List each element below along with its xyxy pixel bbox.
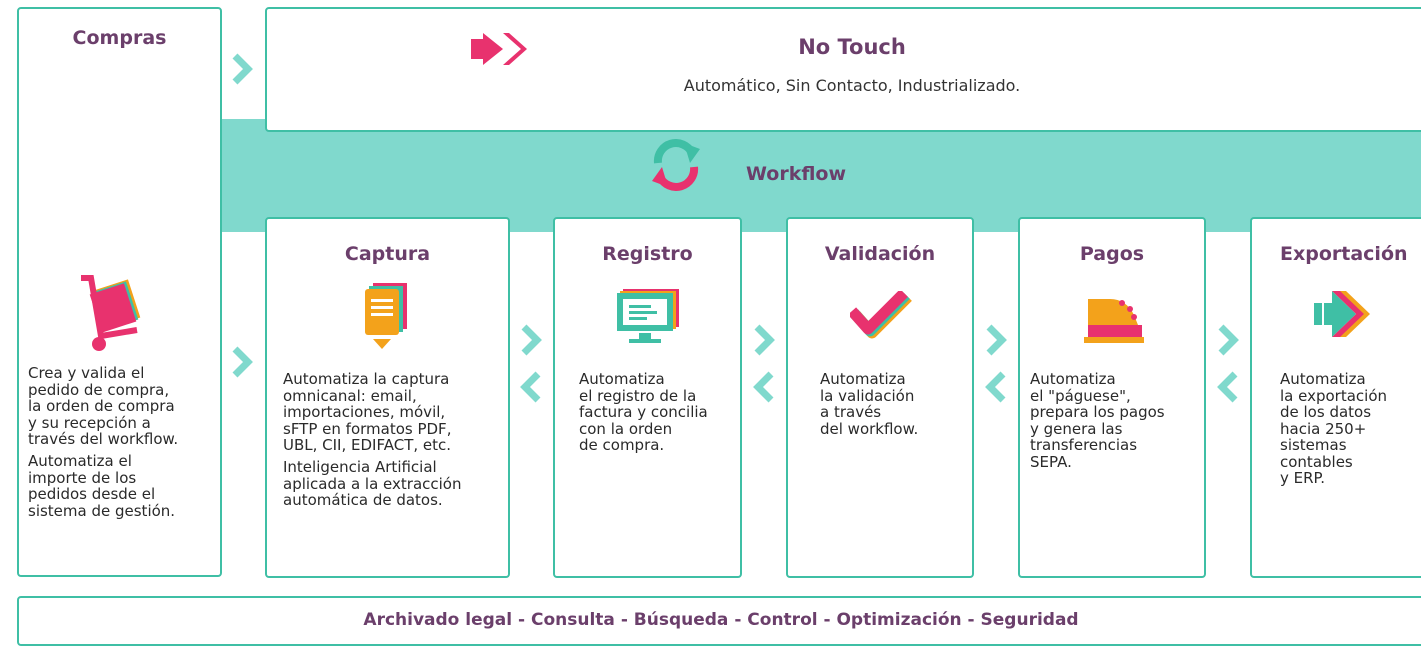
compras-text-2: Automatiza el importe de los pedidos des…: [28, 452, 176, 520]
chevron-left-icon: [985, 371, 1006, 403]
step-text: Automatiza el "páguese", prepara los pag…: [1030, 370, 1165, 471]
chevron-right-icon: [754, 324, 775, 356]
chevron-right-icon: [1218, 324, 1239, 356]
refresh-cycle-icon: [652, 139, 700, 191]
step-text: Automatiza la validación a través del wo…: [820, 370, 919, 438]
step-title: Exportación: [1280, 243, 1408, 265]
computer-monitor-icon: [617, 289, 679, 343]
chevron-left-icon: [520, 371, 541, 403]
step-text-2: Inteligencia Artificial aplicada a la ex…: [283, 458, 462, 509]
double-arrow-icon: [471, 33, 527, 65]
step-text: Automatiza el registro de la factura y c…: [579, 370, 708, 454]
step-registro: Registro Automatiza el registro de la fa…: [553, 217, 742, 578]
step-title: Registro: [602, 243, 693, 265]
step-text: Automatiza la exportación de los datos h…: [1280, 370, 1388, 487]
chevron-right-icon: [521, 324, 542, 356]
document-capture-icon: [365, 283, 407, 349]
workflow-label: Workflow: [746, 163, 847, 185]
compras-title: Compras: [72, 27, 167, 49]
step-captura: Captura Automatiza la captura omnicanal:…: [265, 217, 510, 578]
step-text: Automatiza la captura omnicanal: email, …: [283, 370, 452, 454]
workflow-band: Workflow: [50, 119, 1421, 232]
step-pagos: Pagos Automatiza el "páguese", prepara l…: [1018, 217, 1206, 578]
step-title: Pagos: [1079, 243, 1145, 265]
checkmark-icon: [850, 291, 912, 339]
chevron-right-icon: [232, 346, 253, 378]
cash-register-icon: [1084, 299, 1144, 343]
step-exportacion: Exportación Automatiza la exportación de…: [1250, 217, 1421, 578]
step-validacion: Validación Automatiza la validación a tr…: [786, 217, 974, 578]
no-touch-subtitle: Automático, Sin Contacto, Industrializad…: [683, 76, 1021, 95]
chevron-right-icon: [986, 324, 1007, 356]
chevron-right-icon: [232, 53, 253, 85]
step-title: Validación: [824, 243, 936, 265]
hand-truck-icon: [81, 275, 141, 351]
chevron-left-icon: [753, 371, 774, 403]
footer-box: Archivado legal - Consulta - Búsqueda - …: [17, 596, 1421, 646]
compras-box: Compras Crea y valida el pedido de compr…: [17, 7, 222, 577]
no-touch-title: No Touch: [798, 35, 906, 59]
export-arrow-icon: [1314, 291, 1370, 337]
step-title: Captura: [344, 243, 431, 265]
footer-text: Archivado legal - Consulta - Búsqueda - …: [363, 610, 1079, 630]
chevron-left-icon: [1217, 371, 1238, 403]
compras-text-1: Crea y valida el pedido de compra, la or…: [28, 364, 179, 448]
no-touch-box: No Touch Automático, Sin Contacto, Indus…: [265, 7, 1421, 132]
